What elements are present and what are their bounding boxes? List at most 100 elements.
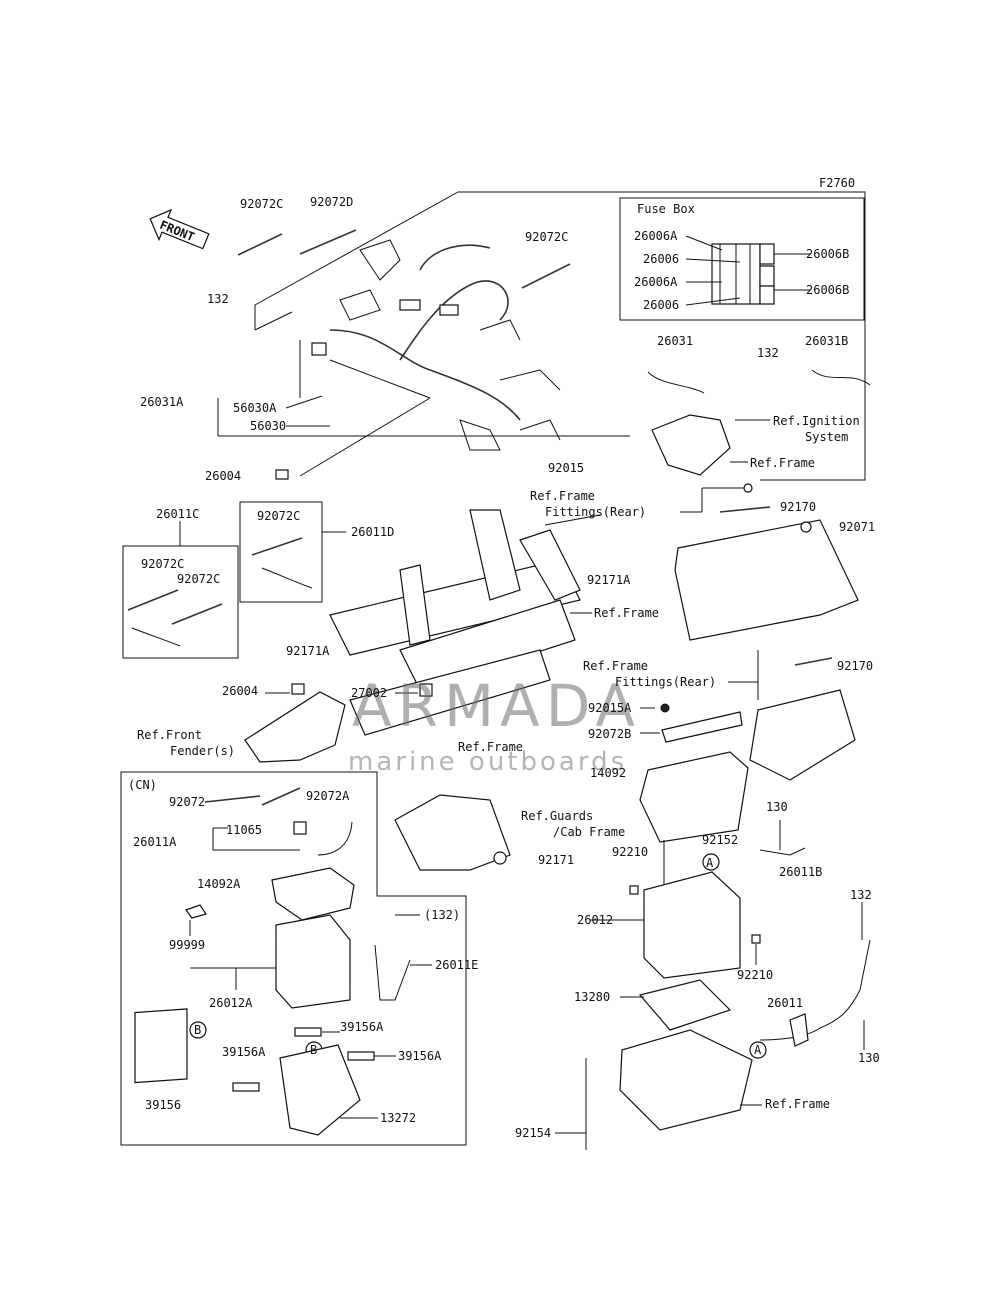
part-39156: 39156 — [145, 1098, 182, 1112]
frame-bracket-a-icon — [651, 414, 731, 476]
part-14092a: 14092A — [197, 877, 241, 891]
part-92015a: 92015A — [588, 701, 632, 715]
part-92071: 92071 — [839, 520, 876, 534]
ref-fittings-rear-b1: Ref.Frame — [583, 659, 649, 673]
connector-26004-icon — [275, 469, 289, 480]
part-130-a: 130 — [766, 800, 788, 814]
battery-frame-icon — [619, 1029, 753, 1131]
part-92072: 92072 — [169, 795, 206, 809]
part-56030a: 56030A — [233, 401, 277, 415]
battery-mat-13280-icon — [638, 979, 732, 1031]
ref-frame-b: Ref.Frame — [594, 606, 660, 620]
tie-92072c-a-icon — [237, 233, 283, 256]
cn-box-outline — [120, 771, 467, 1146]
part-26011c: 26011C — [156, 507, 200, 521]
rear-fitting-plate-b-icon — [749, 689, 856, 781]
part-11065: 11065 — [226, 823, 263, 837]
ref-frame-a: Ref.Frame — [750, 456, 816, 470]
part-130-b: 130 — [858, 1051, 880, 1065]
part-92170-b: 92170 — [837, 659, 874, 673]
diagram-code: F2760 — [819, 176, 856, 190]
ref-front-fender-2: Fender(s) — [170, 744, 236, 758]
callout-a-bottom: A — [754, 1043, 762, 1057]
fuse-block-icon — [711, 243, 775, 305]
front-arrow-icon — [149, 208, 210, 250]
watermark-brand: ARMADA — [352, 672, 642, 740]
ref-fittings-rear-b2: Fittings(Rear) — [615, 675, 717, 689]
fuse-label-6: 26006B — [806, 283, 850, 297]
ref-guards-2: /Cab Frame — [553, 825, 626, 839]
rear-fitting-plate-a-icon — [674, 519, 859, 641]
part-26012a: 26012A — [209, 996, 253, 1010]
part-92015: 92015 — [548, 461, 585, 475]
part-56030: 56030 — [250, 419, 287, 433]
part-92154: 92154 — [515, 1126, 552, 1140]
part-13280: 13280 — [574, 990, 611, 1004]
ref-ignition-2: System — [805, 430, 849, 444]
part-92072c-c: 92072C — [141, 557, 185, 571]
battery-cover-14092a-icon — [271, 867, 355, 921]
ref-fittings-rear-a1: Ref.Frame — [530, 489, 596, 503]
part-92171a-b: 92171A — [286, 644, 330, 658]
part-26011a: 26011A — [133, 835, 177, 849]
group-26011d-box — [239, 501, 323, 603]
part-132-a: 132 — [207, 292, 229, 306]
part-132-paren: (132) — [424, 908, 461, 922]
part-92072a: 92072A — [306, 789, 350, 803]
callout-a-top: A — [706, 856, 714, 870]
harness-group-outline — [254, 191, 866, 481]
callout-b-right: B — [310, 1043, 318, 1057]
part-92152: 92152 — [702, 833, 739, 847]
part-26012: 26012 — [577, 913, 614, 927]
part-92210-b: 92210 — [737, 968, 774, 982]
part-26031b: 26031B — [805, 334, 849, 348]
part-92072c-d: 92072C — [177, 572, 221, 586]
part-cn-label: (CN) — [128, 778, 157, 792]
part-13272: 13272 — [380, 1111, 417, 1125]
part-39156a-b: 39156A — [222, 1045, 266, 1059]
fuse-box-frame — [619, 197, 865, 321]
ref-frame-d: Ref.Frame — [765, 1097, 831, 1111]
ref-front-fender-1: Ref.Front — [137, 728, 203, 742]
part-99999: 99999 — [169, 938, 206, 952]
fuse-label-2: 26006 — [643, 252, 680, 266]
part-26004-b: 26004 — [222, 684, 259, 698]
part-27002: 27002 — [351, 686, 388, 700]
callout-b-left: B — [194, 1023, 202, 1037]
fuse-label-4: 26006 — [643, 298, 680, 312]
part-39156a-a: 39156A — [340, 1020, 384, 1034]
tie-92072d-icon — [299, 229, 357, 255]
part-92171a-a: 92171A — [587, 573, 631, 587]
ref-fittings-rear-a2: Fittings(Rear) — [545, 505, 647, 519]
fuse-box-title: Fuse Box — [637, 202, 695, 216]
part-26031: 26031 — [657, 334, 694, 348]
part-132-b: 132 — [757, 346, 779, 360]
watermark-tagline: marine outboards — [348, 747, 628, 777]
part-92170-a: 92170 — [780, 500, 817, 514]
central-frame-icon — [329, 509, 581, 736]
part-92072b: 92072B — [588, 727, 632, 741]
battery-plate-13272-icon — [279, 1044, 361, 1136]
part-92072c-b: 92072C — [525, 230, 569, 244]
part-26011d: 26011D — [351, 525, 395, 539]
tie-92072c-b-icon — [521, 263, 571, 289]
ref-ignition-1: Ref.Ignition — [773, 414, 860, 428]
fuse-label-1: 26006A — [634, 229, 678, 243]
battery-26012a-icon — [275, 914, 351, 1009]
main-harness-icon — [311, 239, 561, 451]
ref-frame-c: Ref.Frame — [458, 740, 524, 754]
battery-tray-14092-icon — [639, 751, 749, 843]
part-26011b: 26011B — [779, 865, 823, 879]
part-14092: 14092 — [590, 766, 627, 780]
label-plate-39156-icon — [134, 1008, 188, 1084]
fuse-label-5: 26006B — [806, 247, 850, 261]
fuse-label-3: 26006A — [634, 275, 678, 289]
part-26004-a: 26004 — [205, 469, 242, 483]
part-92072c-a: 92072C — [240, 197, 284, 211]
front-fender-icon — [244, 691, 346, 763]
part-26011e: 26011E — [435, 958, 479, 972]
part-92210-a: 92210 — [612, 845, 649, 859]
guards-cab-frame-icon — [394, 794, 511, 871]
part-92072c-e: 92072C — [257, 509, 301, 523]
